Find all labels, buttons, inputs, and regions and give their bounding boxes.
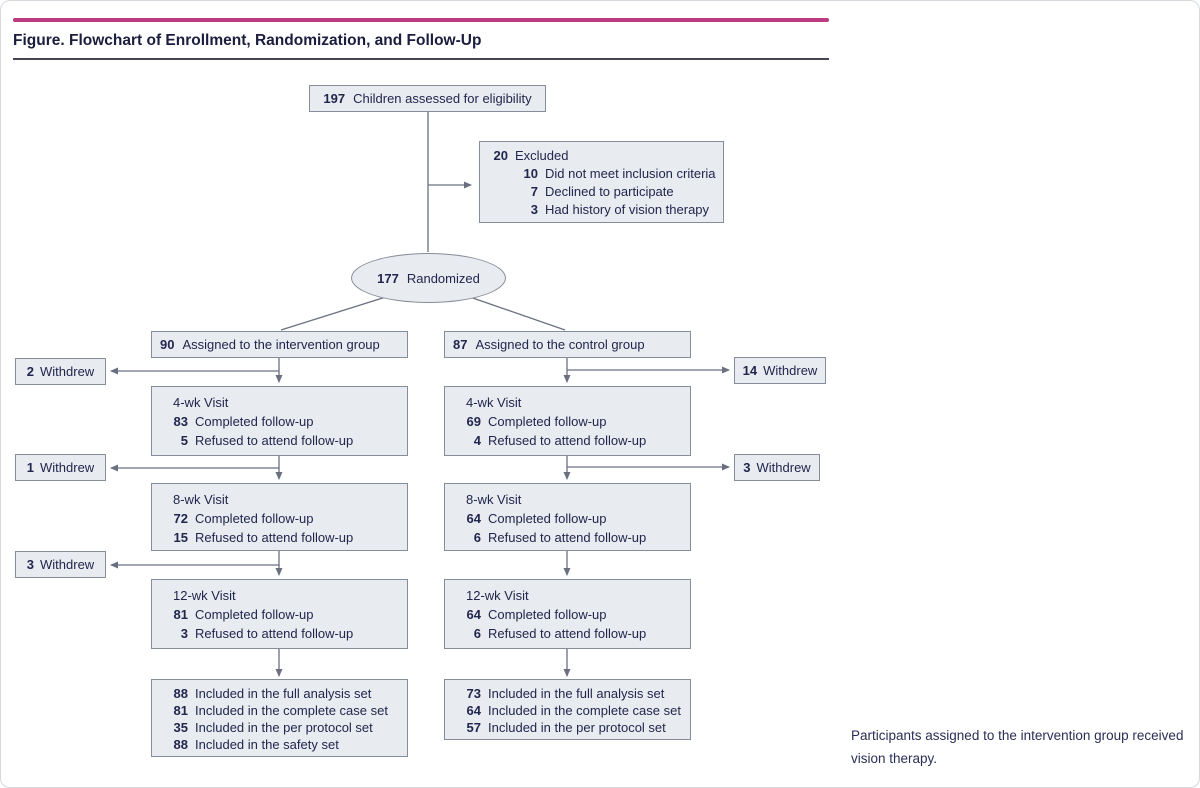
node-ctl-visit-12wk: 12-wk Visit 64 Completed follow-up 6 Refus… <box>444 579 691 649</box>
analysis-label: Included in the complete case set <box>195 703 388 718</box>
title-rule <box>13 58 829 60</box>
withdrew-count: 14 <box>742 363 758 378</box>
analysis-count: 57 <box>466 720 481 735</box>
node-int-visit-4wk: 4-wk Visit 83 Completed follow-up 5 Refuse… <box>151 386 408 456</box>
withdrew-count: 3 <box>26 557 35 572</box>
intervention-label: Assigned to the intervention group <box>182 337 380 352</box>
accent-rule <box>13 18 829 22</box>
refused-count: 4 <box>473 433 481 448</box>
figure-title: Figure. Flowchart of Enrollment, Randomi… <box>13 32 482 49</box>
completed-count: 64 <box>466 511 481 526</box>
completed-label: Completed follow-up <box>195 607 314 622</box>
excluded-reason-count: 7 <box>530 184 538 199</box>
node-excluded: 20 Excluded 10 Did not meet inclusion cr… <box>479 141 724 223</box>
intervention-count: 90 <box>160 337 175 352</box>
refused-label: Refused to attend follow-up <box>195 433 354 448</box>
refused-count: 6 <box>473 530 481 545</box>
node-ctl-withdrew-1: 14 Withdrew <box>734 357 826 384</box>
completed-count: 81 <box>173 607 188 622</box>
randomized-label: Randomized <box>406 270 480 286</box>
withdrew-count: 2 <box>26 364 35 379</box>
completed-count: 64 <box>466 607 481 622</box>
withdrew-count: 1 <box>26 460 35 475</box>
completed-count: 72 <box>173 511 188 526</box>
withdrew-label: Withdrew <box>40 364 95 379</box>
refused-count: 6 <box>473 626 481 641</box>
analysis-label: Included in the safety set <box>195 737 339 752</box>
connector-randomized-control <box>466 295 566 331</box>
node-ctl-visit-8wk: 8-wk Visit 64 Completed follow-up 6 Refuse… <box>444 483 691 551</box>
analysis-count: 81 <box>173 703 188 718</box>
excluded-count: 20 <box>493 148 508 163</box>
completed-label: Completed follow-up <box>195 414 314 429</box>
visit-title: 8-wk Visit <box>466 492 522 507</box>
completed-label: Completed follow-up <box>488 414 607 429</box>
completed-count: 83 <box>173 414 188 429</box>
refused-count: 15 <box>173 530 188 545</box>
node-int-withdrew-3: 3 Withdrew <box>15 551 106 578</box>
visit-title: 12-wk Visit <box>466 588 529 603</box>
node-assigned-intervention: 90 Assigned to the intervention group <box>151 331 408 358</box>
assessed-label: Children assessed for eligibility <box>353 91 532 106</box>
analysis-label: Included in the per protocol set <box>195 720 373 735</box>
analysis-count: 64 <box>466 703 481 718</box>
completed-count: 69 <box>466 414 481 429</box>
withdrew-label: Withdrew <box>756 460 811 475</box>
analysis-label: Included in the full analysis set <box>488 686 665 701</box>
withdrew-label: Withdrew <box>763 363 818 378</box>
analysis-count: 35 <box>173 720 188 735</box>
withdrew-label: Withdrew <box>40 557 95 572</box>
analysis-label: Included in the complete case set <box>488 703 681 718</box>
withdrew-count: 3 <box>743 460 751 475</box>
excluded-label: Excluded <box>515 148 569 163</box>
refused-label: Refused to attend follow-up <box>195 626 354 641</box>
node-ctl-visit-4wk: 4-wk Visit 69 Completed follow-up 4 Refuse… <box>444 386 691 456</box>
analysis-count: 73 <box>466 686 481 701</box>
excluded-reason-count: 3 <box>530 202 538 217</box>
control-label: Assigned to the control group <box>475 337 645 352</box>
analysis-label: Included in the full analysis set <box>195 686 372 701</box>
node-randomized: 177 Randomized <box>351 253 506 303</box>
excluded-reason-label: Had history of vision therapy <box>545 202 710 217</box>
node-assessed: 197 Children assessed for eligibility <box>309 85 546 112</box>
excluded-reason-label: Did not meet inclusion criteria <box>545 166 716 181</box>
assessed-count: 197 <box>323 91 346 106</box>
refused-label: Refused to attend follow-up <box>195 530 354 545</box>
completed-label: Completed follow-up <box>195 511 314 526</box>
excluded-reason-count: 10 <box>523 166 538 181</box>
withdrew-label: Withdrew <box>40 460 95 475</box>
visit-title: 8-wk Visit <box>173 492 229 507</box>
refused-label: Refused to attend follow-up <box>488 530 647 545</box>
visit-title: 12-wk Visit <box>173 588 236 603</box>
node-int-visit-8wk: 8-wk Visit 72 Completed follow-up 15 Refus… <box>151 483 408 551</box>
connector-randomized-intervention <box>280 295 390 331</box>
node-ctl-withdrew-2: 3 Withdrew <box>734 454 820 481</box>
visit-title: 4-wk Visit <box>173 395 229 410</box>
randomized-count: 177 <box>377 270 399 286</box>
refused-label: Refused to attend follow-up <box>488 433 647 448</box>
analysis-count: 88 <box>173 686 188 701</box>
refused-count: 3 <box>180 626 188 641</box>
node-assigned-control: 87 Assigned to the control group <box>444 331 691 358</box>
completed-label: Completed follow-up <box>488 607 607 622</box>
visit-title: 4-wk Visit <box>466 395 522 410</box>
node-int-visit-12wk: 12-wk Visit 81 Completed follow-up 3 Refus… <box>151 579 408 649</box>
node-int-withdrew-1: 2 Withdrew <box>15 358 106 385</box>
completed-label: Completed follow-up <box>488 511 607 526</box>
node-int-withdrew-2: 1 Withdrew <box>15 454 106 481</box>
figure-caption: Participants assigned to the interventio… <box>851 728 1184 766</box>
refused-count: 5 <box>180 433 188 448</box>
analysis-label: Included in the per protocol set <box>488 720 666 735</box>
refused-label: Refused to attend follow-up <box>488 626 647 641</box>
analysis-count: 88 <box>173 737 188 752</box>
control-count: 87 <box>453 337 468 352</box>
excluded-reason-label: Declined to participate <box>545 184 674 199</box>
